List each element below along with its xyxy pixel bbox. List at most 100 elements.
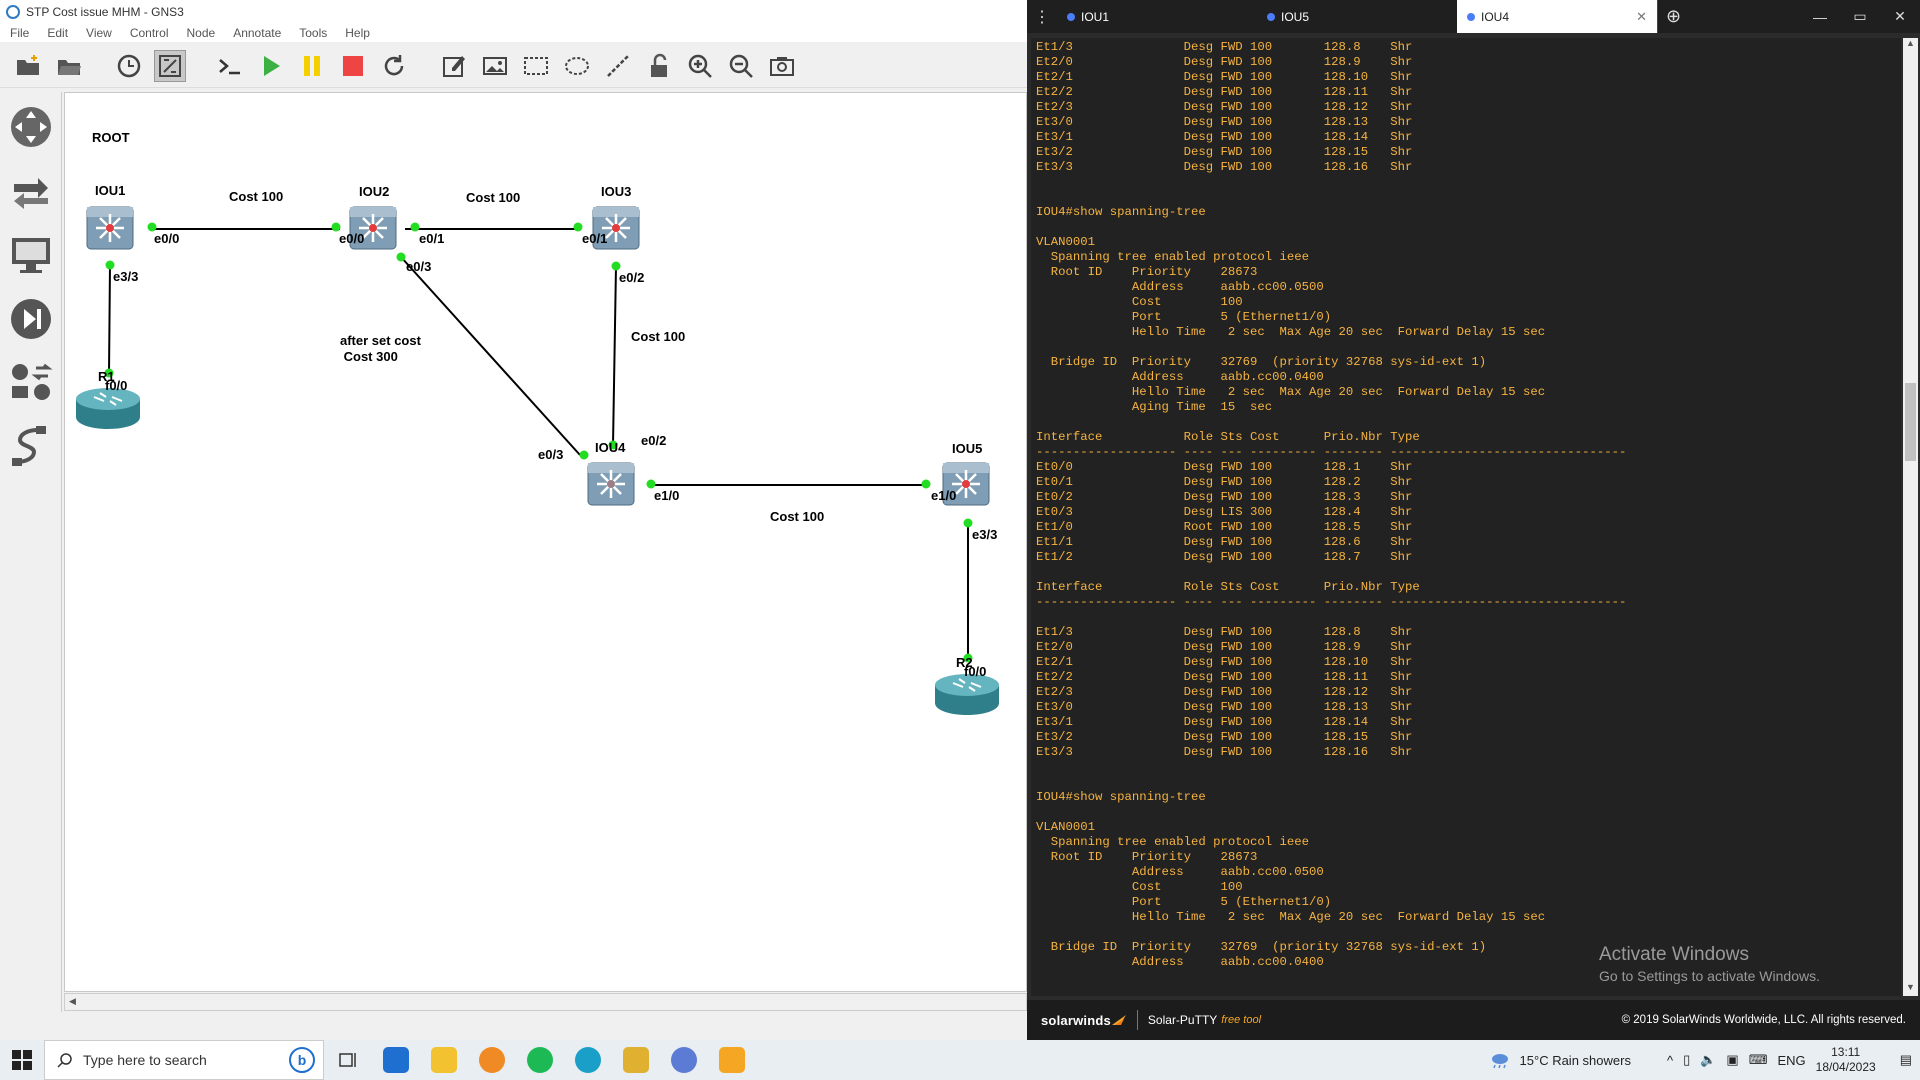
link-iou3-iou4[interactable] xyxy=(612,265,617,446)
taskbar-app-store[interactable] xyxy=(372,1040,420,1080)
reload-all-button[interactable] xyxy=(378,50,410,82)
iou4-label[interactable]: IOU4 xyxy=(595,440,626,455)
bing-icon[interactable]: b xyxy=(289,1047,315,1073)
taskbar-app-explorer[interactable] xyxy=(420,1040,468,1080)
weather-text[interactable]: 15°C Rain showers xyxy=(1519,1052,1631,1068)
stop-all-button[interactable] xyxy=(337,50,369,82)
r1-label[interactable]: R1 xyxy=(98,369,115,384)
new-tab-icon[interactable]: ⊕ xyxy=(1657,0,1689,33)
tab-iou5[interactable]: IOU5 xyxy=(1257,0,1457,33)
open-project-button[interactable] xyxy=(53,50,85,82)
picture-icon xyxy=(483,56,507,75)
taskbar-app-solar-putty[interactable] xyxy=(708,1040,756,1080)
topology-canvas[interactable]: ROOT IOU1 IOU2 IOU3 IOU4 IOU5 R1 R2 Cost… xyxy=(64,92,1027,992)
menu-help[interactable]: Help xyxy=(345,26,370,40)
scroll-up-arrow-icon[interactable]: ▲ xyxy=(1906,38,1915,48)
notifications-icon[interactable]: ▤ xyxy=(1899,1052,1912,1067)
terminal-vertical-scrollbar[interactable]: ▲ ▼ xyxy=(1903,38,1918,996)
close-tab-icon[interactable]: ✕ xyxy=(1636,8,1647,24)
browse-routers-button[interactable] xyxy=(5,98,57,156)
browse-security-devices-button[interactable] xyxy=(5,290,57,348)
task-view-button[interactable] xyxy=(324,1040,372,1080)
store-icon xyxy=(383,1047,409,1073)
if-label-iou4-e03: e0/3 xyxy=(538,447,564,462)
taskbar-app-gns3[interactable] xyxy=(660,1040,708,1080)
iou1-label[interactable]: IOU1 xyxy=(95,183,126,198)
taskbar-app-spotify[interactable] xyxy=(516,1040,564,1080)
add-link-button[interactable] xyxy=(5,418,57,476)
taskbar-app-winscp[interactable] xyxy=(612,1040,660,1080)
menu-annotate[interactable]: Annotate xyxy=(233,26,282,40)
scroll-left-arrow-icon[interactable]: ◀ xyxy=(69,996,76,1006)
insert-picture-button[interactable] xyxy=(479,50,511,82)
link-iou1-r1[interactable] xyxy=(108,264,111,374)
clock[interactable]: 13:11 18/04/2023 xyxy=(1816,1045,1876,1075)
session-dot-icon xyxy=(1067,12,1075,21)
draw-rectangle-button[interactable] xyxy=(520,50,552,82)
kebab-menu-icon[interactable]: ⋮ xyxy=(1034,8,1050,26)
scroll-down-arrow-icon[interactable]: ▼ xyxy=(1906,982,1915,992)
switch-iou1[interactable] xyxy=(85,205,135,251)
close-window-icon[interactable]: ✕ xyxy=(1894,8,1906,24)
zoom-in-button[interactable] xyxy=(684,50,716,82)
taskbar-app-edge[interactable] xyxy=(564,1040,612,1080)
if-label-iou4-e02: e0/2 xyxy=(641,433,667,448)
console-all-button[interactable] xyxy=(214,50,246,82)
start-button[interactable] xyxy=(0,1040,44,1080)
menu-control[interactable]: Control xyxy=(129,26,169,40)
switch-iou5[interactable] xyxy=(941,461,991,507)
taskbar-search-box[interactable]: Type here to search b xyxy=(44,1040,324,1080)
switch-iou2[interactable] xyxy=(348,205,398,251)
browse-end-devices-button[interactable] xyxy=(5,226,57,284)
router-r1[interactable] xyxy=(74,385,142,431)
language-indicator[interactable]: ENG xyxy=(1777,1052,1806,1068)
activate-subtitle: Go to Settings to activate Windows. xyxy=(1599,968,1820,984)
switch-iou4[interactable] xyxy=(586,461,636,507)
taskbar-app-blender[interactable] xyxy=(468,1040,516,1080)
chevron-up-icon[interactable]: ^ xyxy=(1666,1052,1674,1068)
browse-all-devices-button[interactable] xyxy=(5,354,57,412)
menu-view[interactable]: View xyxy=(86,26,112,40)
terminal-line: Et2/2 Desg FWD 100 128.11 Shr xyxy=(1036,670,1413,684)
tab-iou4[interactable]: IOU4 ✕ xyxy=(1457,0,1657,33)
r2-label[interactable]: R2 xyxy=(956,655,973,670)
start-all-button[interactable] xyxy=(255,50,287,82)
tab-iou1[interactable]: IOU1 xyxy=(1057,0,1257,33)
show-interface-labels-button[interactable] xyxy=(154,49,186,82)
browse-switches-button[interactable] xyxy=(5,162,57,220)
snapshot-button[interactable] xyxy=(113,50,145,82)
screenshot-button[interactable] xyxy=(766,50,798,82)
volume-icon[interactable]: 🔈 xyxy=(1700,1052,1717,1067)
maximize-icon[interactable]: ▭ xyxy=(1853,8,1867,24)
terminal-line: Spanning tree enabled protocol ieee xyxy=(1036,250,1310,264)
draw-ellipse-button[interactable] xyxy=(561,50,593,82)
terminal-line: ------------------- ---- --- --------- -… xyxy=(1036,595,1627,609)
link-iou2-iou4[interactable] xyxy=(400,256,581,456)
new-project-button[interactable] xyxy=(12,50,44,82)
terminal-line: Et2/0 Desg FWD 100 128.9 Shr xyxy=(1036,55,1413,69)
iou5-label[interactable]: IOU5 xyxy=(952,441,983,456)
flame-logo-icon xyxy=(1111,1015,1126,1025)
router-r2[interactable] xyxy=(933,671,1001,717)
menu-node[interactable]: Node xyxy=(186,26,216,40)
meet-now-icon[interactable]: ▯ xyxy=(1683,1052,1691,1067)
draw-line-button[interactable] xyxy=(602,50,634,82)
terminal-line: Bridge ID Priority 32769 (priority 32768… xyxy=(1036,940,1487,954)
switch-iou3[interactable] xyxy=(591,205,641,251)
iou3-label[interactable]: IOU3 xyxy=(601,184,632,199)
terminal-line: Et2/3 Desg FWD 100 128.12 Shr xyxy=(1036,685,1413,699)
canvas-horizontal-scrollbar[interactable]: ◀ xyxy=(64,993,1027,1011)
menu-tools[interactable]: Tools xyxy=(299,26,328,40)
add-note-button[interactable] xyxy=(438,50,470,82)
lock-items-button[interactable] xyxy=(643,50,675,82)
minimize-icon[interactable]: — xyxy=(1813,8,1827,25)
iou2-label[interactable]: IOU2 xyxy=(359,184,390,199)
keyboard-icon[interactable]: ⌨ xyxy=(1748,1052,1768,1067)
network-icon[interactable]: ▣ xyxy=(1726,1052,1739,1067)
menu-edit[interactable]: Edit xyxy=(47,26,69,40)
zoom-out-button[interactable] xyxy=(725,50,757,82)
suspend-all-button[interactable] xyxy=(296,50,328,82)
menu-file[interactable]: File xyxy=(10,26,30,40)
scrollbar-thumb[interactable] xyxy=(1905,383,1916,461)
